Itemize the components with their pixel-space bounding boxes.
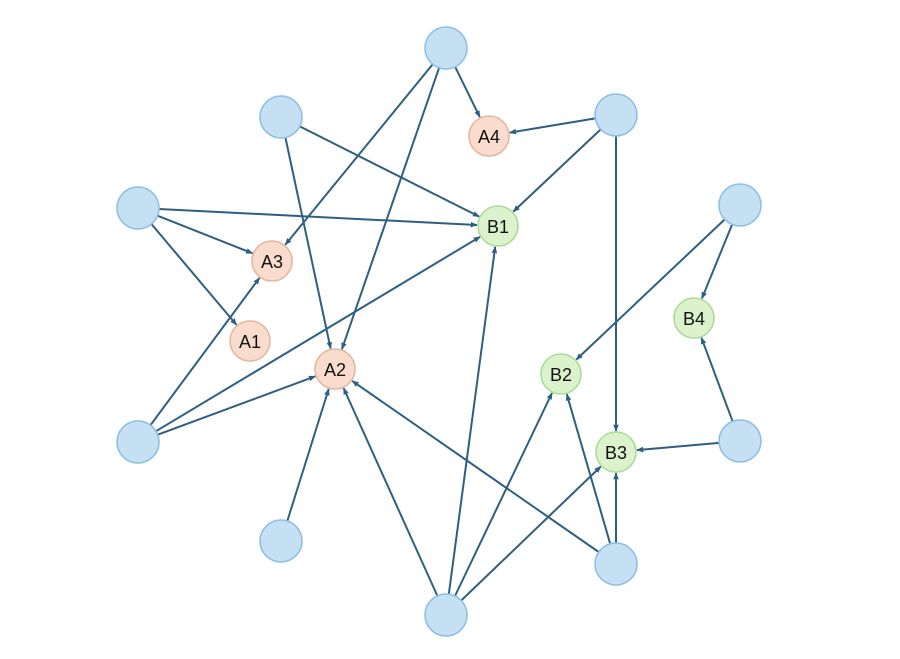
node-circle-s_bottomleft (259, 519, 303, 563)
node-circle-s_right (718, 183, 762, 227)
edge-s_bottom-to-B3 (460, 465, 602, 602)
edge-s_left-to-A1 (150, 223, 238, 326)
node-B1: B1 (477, 205, 519, 247)
node-circle-s_top (424, 26, 468, 70)
node-s_topright (594, 93, 638, 137)
node-label-A4: A4 (478, 127, 500, 147)
edge-s_left-to-B1 (158, 208, 478, 228)
node-circle-B4 (673, 297, 715, 339)
node-label-B2: B2 (550, 365, 572, 385)
node-A2: A2 (314, 348, 356, 390)
node-circle-s_topright (594, 93, 638, 137)
edge-s_right-to-B2 (575, 218, 726, 361)
node-circle-A3 (251, 240, 293, 282)
node-A4: A4 (468, 115, 510, 157)
edge-s_top-to-A3 (284, 63, 434, 246)
edge-s_bottom-to-B1 (447, 246, 498, 595)
node-s_bottomright (594, 542, 638, 586)
edges-layer (149, 63, 734, 602)
edge-s_bottomright-to-B2 (565, 393, 612, 545)
node-circle-s_topleft (259, 95, 303, 139)
node-s_bottomleft (259, 519, 303, 563)
edge-s_left-to-A3 (157, 214, 254, 255)
node-s_top (424, 26, 468, 70)
node-circle-B2 (540, 353, 582, 395)
edge-s_bottomleft-to-A2 (286, 388, 330, 522)
node-label-B1: B1 (487, 217, 509, 237)
edge-s_bottomright-to-A2 (351, 380, 600, 553)
edge-s_top-to-A4 (454, 66, 481, 118)
node-circle-s_bottom (424, 593, 468, 637)
node-label-B4: B4 (683, 309, 705, 329)
node-s_left (116, 186, 160, 230)
edge-s_topright-to-A4 (509, 117, 596, 135)
node-label-B3: B3 (605, 443, 627, 463)
node-s_bottom (424, 593, 468, 637)
edge-s_bottom-to-A2 (342, 387, 439, 597)
node-label-A2: A2 (324, 360, 346, 380)
node-circle-A4 (468, 115, 510, 157)
node-label-A1: A1 (239, 332, 261, 352)
edge-s_lowerleft-to-A2 (157, 375, 316, 436)
edge-s_topright-to-B1 (512, 128, 602, 213)
node-s_right (718, 183, 762, 227)
edge-s_right-to-B4 (700, 224, 734, 300)
node-circle-A2 (314, 348, 356, 390)
node-s_lowerright (718, 419, 762, 463)
edge-s_lowerright-to-B3 (636, 441, 720, 453)
node-circle-s_left (116, 186, 160, 230)
edge-s_top-to-A2 (340, 67, 441, 350)
node-B4: B4 (673, 297, 715, 339)
edge-s_lowerright-to-B4 (700, 337, 734, 422)
edge-s_topleft-to-B1 (299, 125, 480, 218)
node-B3: B3 (595, 431, 637, 473)
node-A1: A1 (229, 320, 271, 362)
node-B2: B2 (540, 353, 582, 395)
edge-s_bottom-to-B2 (454, 392, 553, 597)
node-circle-B3 (595, 431, 637, 473)
node-circle-B1 (477, 205, 519, 247)
node-circle-s_lowerleft (116, 420, 160, 464)
node-s_topleft (259, 95, 303, 139)
node-A3: A3 (251, 240, 293, 282)
node-label-A3: A3 (261, 252, 283, 272)
node-circle-s_bottomright (594, 542, 638, 586)
node-s_lowerleft (116, 420, 160, 464)
edge-s_lowerleft-to-A3 (149, 277, 261, 426)
node-circle-s_lowerright (718, 419, 762, 463)
node-circle-A1 (229, 320, 271, 362)
edge-s_topleft-to-A2 (284, 137, 333, 350)
edge-s_lowerleft-to-B1 (155, 235, 481, 433)
